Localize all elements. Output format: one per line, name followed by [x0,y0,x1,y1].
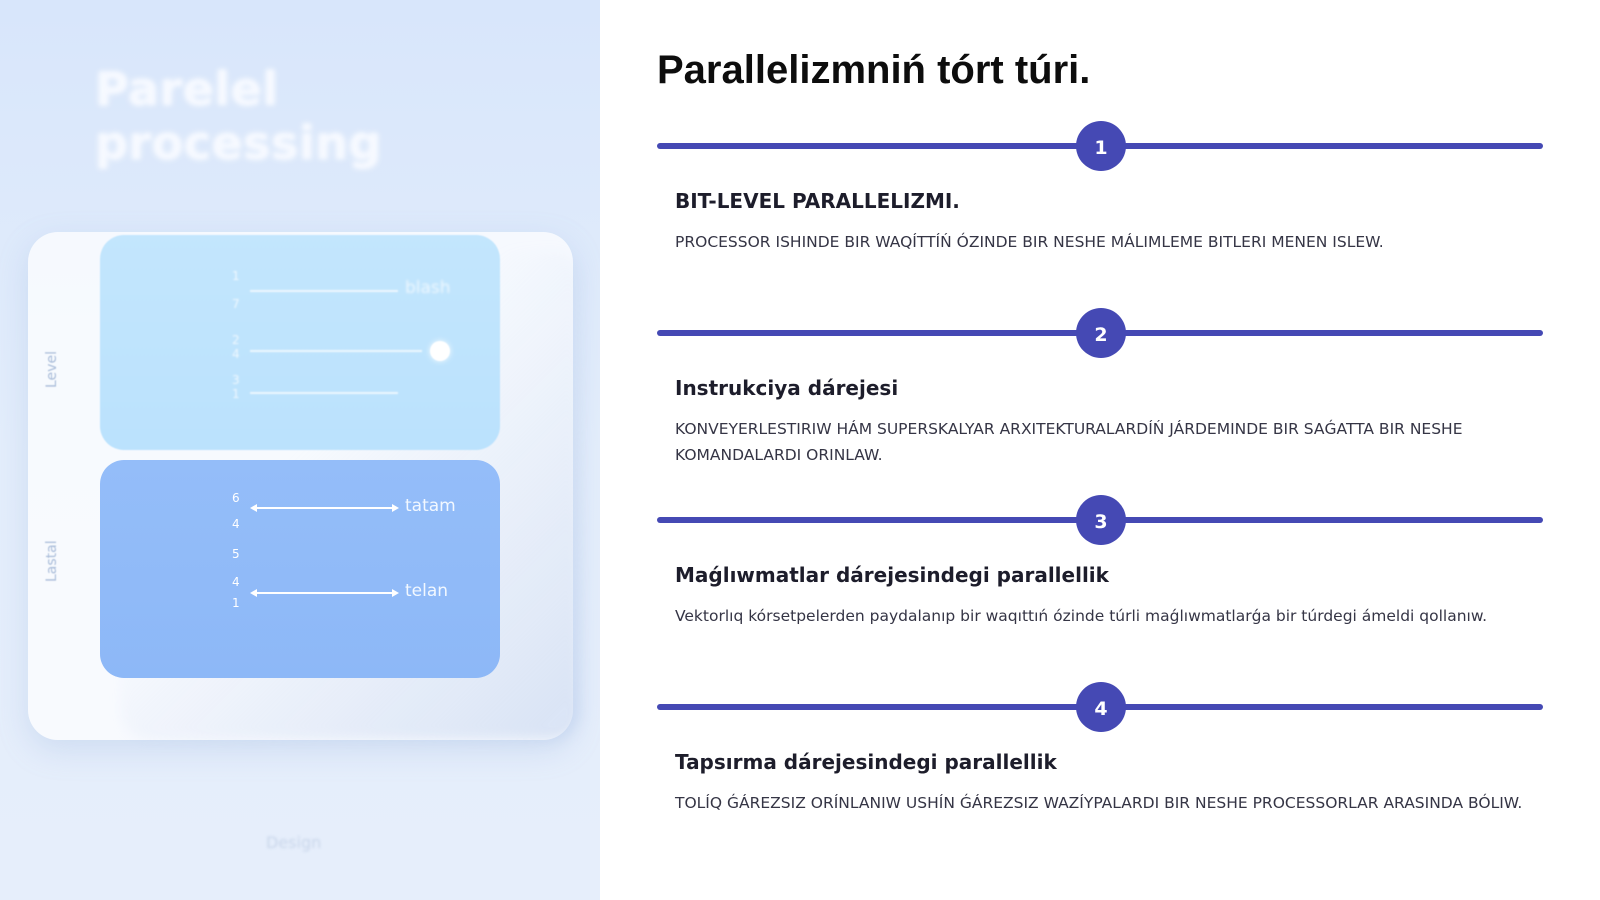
step-description: TOLÍQ ǴÁREZSIZ ORÍNLANIW USHÍN ǴÁREZSIZ … [675,794,1523,812]
page-title: Parallelizmniń tórt túri. [657,48,1091,92]
illustration-bottom-panel: 6 4 tatam 5 4 1 telan [100,460,500,678]
panel-number: 1 [232,596,240,610]
panel-number: 5 [232,547,240,561]
panel-number: 4 [232,347,240,361]
panel-arrow-line [255,507,392,509]
step-item: 3 Maǵlıwmatlar dárejesindegi parallellik… [657,495,1543,655]
lastal-label: Lastal [44,540,60,582]
step-item: 2 Instrukciya dárejesi KONVEYERLESTIRIW … [657,308,1543,468]
panel-line-label: blash [405,278,451,298]
panel-number: 2 [232,333,240,347]
step-description: KONVEYERLESTIRIW HÁM SUPERSKALYAR ARXITE… [675,420,1463,464]
step-heading: Tapsırma dárejesindegi parallellik [675,750,1057,774]
illustration-top-panel: 1 7 blash 2 4 3 1 [100,235,500,450]
step-item: 1 BIT-LEVEL PARALLELIZMI. PROCESSOR ISHI… [657,121,1543,281]
arrow-left-icon [250,504,257,512]
step-number-badge: 1 [1076,121,1126,171]
panel-line [250,392,398,394]
panel-number: 1 [232,269,240,283]
step-description: PROCESSOR ISHINDE BIR WAQÍTTÍŃ ÓZINDE BI… [675,233,1384,251]
arrow-right-icon [392,589,399,597]
panel-line [250,350,422,352]
arrow-right-icon [392,504,399,512]
arrow-left-icon [250,589,257,597]
panel-line [250,290,398,292]
step-item: 4 Tapsırma dárejesindegi parallellik TOL… [657,682,1543,842]
panel-number: 3 [232,373,240,387]
panel-number: 4 [232,575,240,589]
panel-arrow-line [255,592,392,594]
step-number-badge: 2 [1076,308,1126,358]
step-number-badge: 3 [1076,495,1126,545]
step-heading: Instrukciya dárejesi [675,376,899,400]
step-heading: Maǵlıwmatlar dárejesindegi parallellik [675,563,1109,587]
panel-arrow-label: telan [405,581,449,601]
step-description: Vektorlıq kórsetpelerden paydalanıp bir … [675,607,1488,625]
panel-number: 1 [232,387,240,401]
panel-number: 7 [232,297,240,311]
panel-arrow-label: tatam [405,496,456,516]
illustration-panel: Parelel processing Level Lastal 1 7 blas… [0,0,600,900]
step-number-badge: 4 [1076,682,1126,732]
slider-knob [430,341,450,361]
illustration-title: Parelel processing [95,62,382,170]
panel-number: 6 [232,491,240,505]
level-label: Level [44,351,60,388]
illustration-footer: Design [266,833,322,852]
panel-number: 4 [232,517,240,531]
step-heading: BIT-LEVEL PARALLELIZMI. [675,189,960,213]
